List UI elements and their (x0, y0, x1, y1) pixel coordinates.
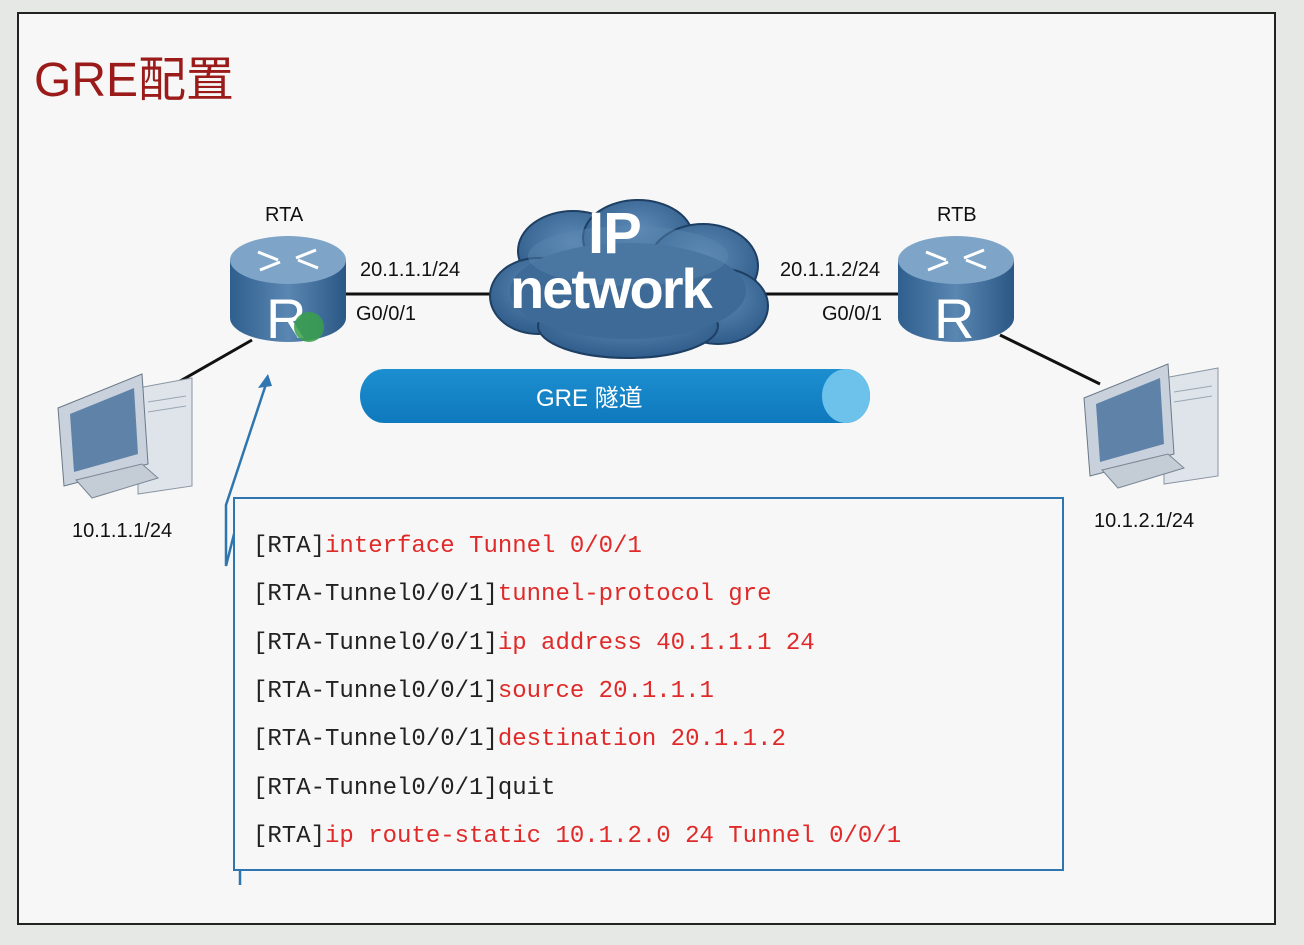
cursor-highlight (294, 312, 324, 342)
code-line: [RTA-Tunnel0/0/1]quit (253, 775, 556, 802)
router-rta-name: RTA (265, 204, 304, 226)
ip-network-cloud (489, 199, 769, 359)
rta-interface-ip: 20.1.1.1/24 (360, 259, 461, 281)
gre-tunnel (360, 369, 870, 423)
callout-arrowhead (258, 374, 272, 388)
code-line: [RTA]ip route-static 10.1.2.0 24 Tunnel … (253, 823, 902, 850)
host-right-ip: 10.1.2.1/24 (1094, 510, 1195, 532)
cloud-label-ip: IP (588, 201, 642, 266)
pc-left-icon (57, 373, 193, 499)
router-rtb-icon: R (898, 236, 1014, 348)
link-pc-right (999, 333, 1101, 386)
code-line: [RTA-Tunnel0/0/1]tunnel-protocol gre (253, 581, 772, 608)
code-line: [RTA-Tunnel0/0/1]ip address 40.1.1.1 24 (253, 630, 815, 657)
config-code-box: [RTA]interface Tunnel 0/0/1 [RTA-Tunnel0… (233, 497, 1064, 871)
code-line: [RTA-Tunnel0/0/1]source 20.1.1.1 (253, 678, 714, 705)
slide-title: GRE配置 (34, 54, 235, 107)
link-pc-left (174, 338, 253, 386)
router-rtb-name: RTB (937, 204, 977, 226)
router-rtb-glyph: R (934, 287, 974, 348)
rtb-interface-name: G0/0/1 (822, 303, 883, 325)
tunnel-label: GRE 隧道 (536, 385, 643, 412)
router-rta-icon: R (230, 236, 346, 348)
host-left-ip: 10.1.1.1/24 (72, 520, 173, 542)
code-line: [RTA]interface Tunnel 0/0/1 (253, 533, 642, 560)
rta-interface-name: G0/0/1 (356, 303, 417, 325)
pc-right-icon (1083, 363, 1219, 489)
cloud-label-network: network (510, 257, 713, 320)
rtb-interface-ip: 20.1.1.2/24 (780, 259, 881, 281)
code-line: [RTA-Tunnel0/0/1]destination 20.1.1.2 (253, 726, 786, 753)
